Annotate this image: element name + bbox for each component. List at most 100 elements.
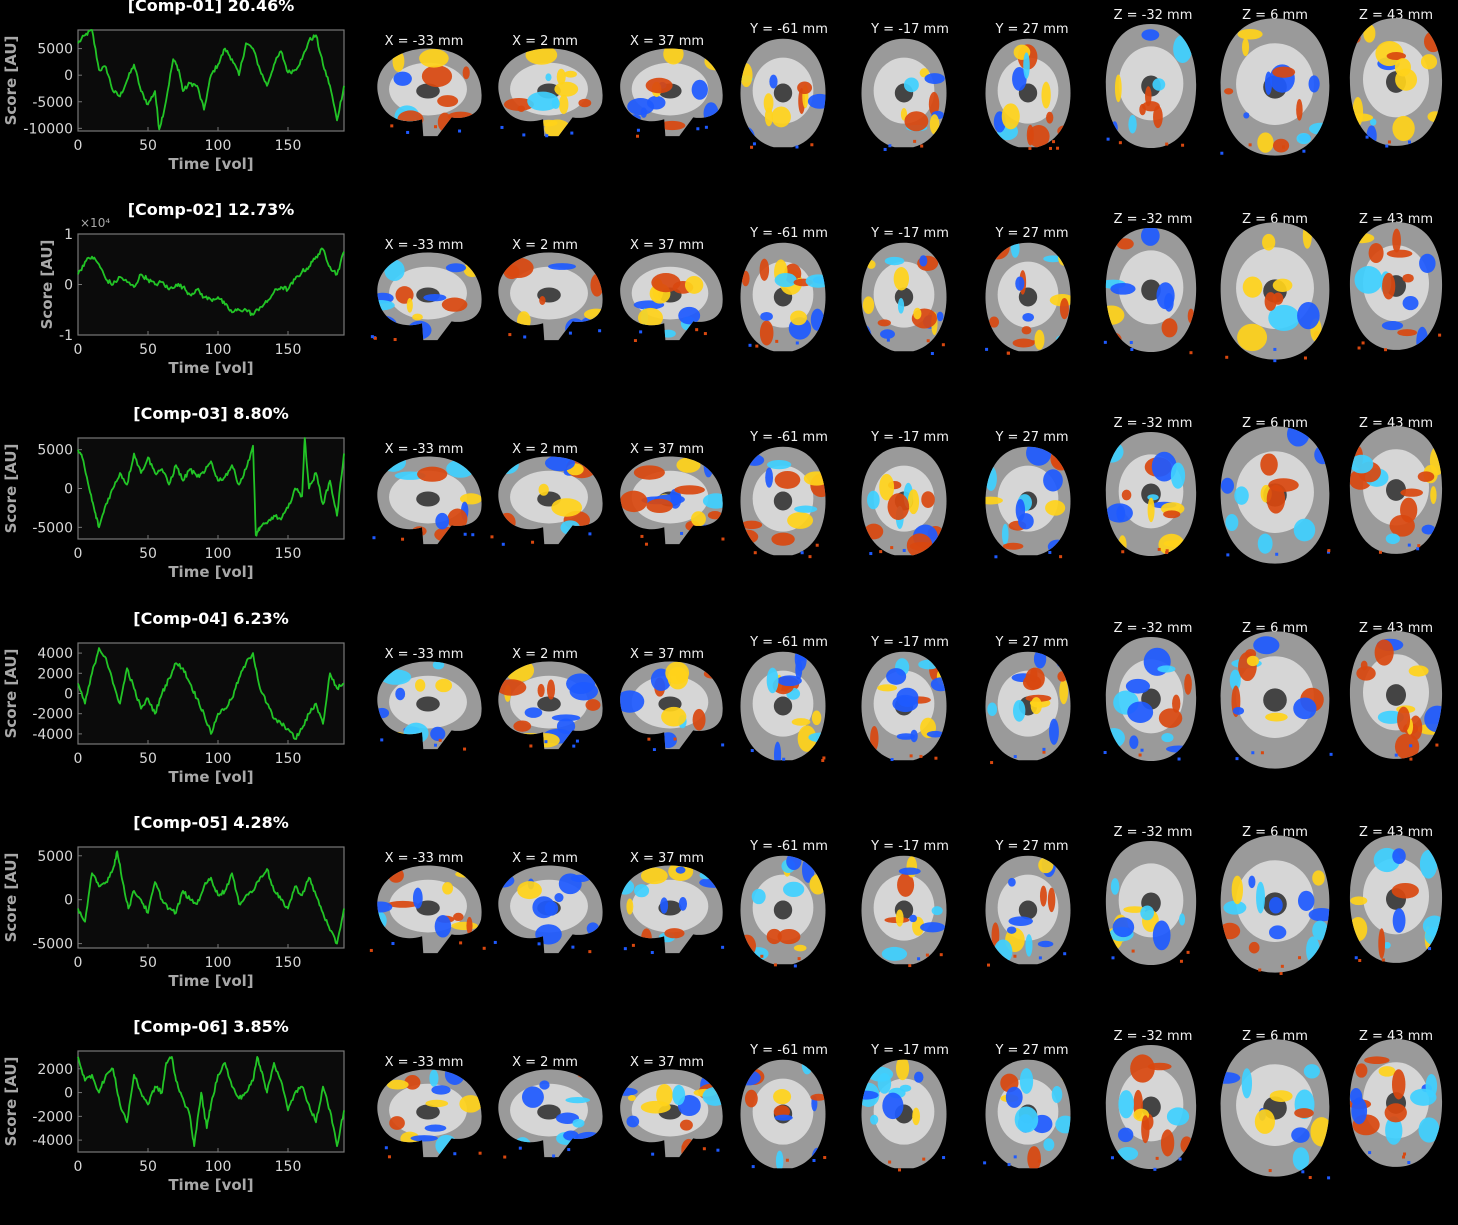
positive-activation-blob — [1060, 1067, 1071, 1083]
negative-activation-blob — [1424, 705, 1443, 733]
negative-activation-blob — [765, 467, 774, 488]
negative-activation-blob — [1025, 934, 1033, 957]
negative-activation-blob — [1022, 312, 1034, 322]
negative-activation-blob — [1043, 469, 1063, 492]
plot-area — [77, 233, 345, 336]
noise-voxel — [1155, 1156, 1159, 1160]
noise-voxel — [793, 964, 797, 968]
negative-activation-blob — [1037, 940, 1054, 948]
positive-activation-blob — [651, 273, 681, 293]
negative-activation-blob — [898, 867, 921, 875]
positive-activation-blob — [386, 1079, 409, 1090]
positive-activation-blob — [578, 98, 592, 108]
positive-activation-blob — [1368, 242, 1384, 264]
negative-activation-blob — [1392, 908, 1406, 933]
brain-slice-coronal — [861, 855, 947, 968]
negative-activation-blob — [471, 458, 482, 473]
negative-activation-blob — [993, 939, 1013, 964]
positive-activation-blob — [442, 881, 454, 895]
negative-activation-blob — [1125, 678, 1150, 694]
negative-activation-blob — [1178, 913, 1186, 926]
noise-voxel — [639, 330, 643, 334]
negative-activation-blob — [801, 1059, 813, 1075]
negative-activation-blob — [699, 877, 723, 888]
positive-activation-blob — [503, 97, 535, 111]
positive-activation-blob — [1395, 68, 1418, 91]
positive-activation-blob — [989, 316, 1000, 328]
negative-activation-blob — [1308, 908, 1330, 922]
noise-voxel — [500, 125, 504, 129]
noise-voxel — [1031, 340, 1035, 344]
noise-voxel — [1052, 140, 1056, 144]
brain-slice-coronal — [861, 38, 947, 151]
noise-voxel — [934, 756, 938, 760]
ventricle — [1018, 900, 1038, 920]
brain-slice-sagittal — [498, 661, 603, 750]
negative-activation-blob — [1410, 1088, 1437, 1106]
positive-activation-blob — [406, 297, 413, 313]
positive-activation-blob — [1391, 1069, 1406, 1100]
negative-activation-blob — [626, 1115, 640, 1128]
positive-activation-blob — [1231, 875, 1244, 905]
y-tick-label: 0 — [64, 1086, 73, 1102]
positive-activation-blob — [887, 493, 910, 521]
noise-voxel — [1302, 149, 1306, 153]
positive-activation-blob — [1028, 125, 1050, 148]
noise-voxel — [531, 540, 535, 544]
positive-activation-blob — [811, 710, 822, 726]
negative-activation-blob — [924, 73, 945, 84]
ventricle — [773, 696, 793, 716]
noise-voxel — [1365, 135, 1369, 139]
positive-activation-blob — [704, 52, 723, 71]
noise-voxel — [1282, 145, 1286, 149]
noise-voxel — [433, 125, 437, 129]
positive-activation-blob — [1397, 329, 1418, 337]
brain-slice-axial — [1220, 631, 1333, 769]
positive-activation-blob — [864, 523, 884, 540]
brain-slice-sagittal — [372, 456, 482, 545]
negative-activation-blob — [445, 263, 467, 273]
negative-activation-blob — [1164, 293, 1174, 312]
negative-activation-blob — [403, 722, 429, 744]
slice-coordinate-label: Z = -32 mm — [1113, 8, 1193, 23]
slice-coordinate-label: Y = 27 mm — [995, 226, 1069, 241]
brain-slice-axial — [1103, 636, 1197, 762]
y-axis-label: Score [AU] — [2, 649, 20, 739]
noise-voxel — [821, 758, 825, 762]
negative-activation-blob — [660, 329, 676, 338]
noise-voxel — [1326, 550, 1330, 554]
positive-activation-blob — [1058, 249, 1070, 266]
negative-activation-blob — [380, 456, 406, 472]
y-tick-label: -2000 — [32, 707, 73, 723]
noise-voxel — [544, 740, 548, 744]
positive-activation-blob — [1391, 882, 1419, 899]
negative-activation-blob — [987, 702, 998, 716]
positive-activation-blob — [877, 684, 898, 692]
noise-voxel — [1384, 348, 1388, 352]
slice-coordinate-label: Y = 27 mm — [995, 635, 1069, 650]
noise-voxel — [1177, 757, 1181, 761]
positive-activation-blob — [877, 319, 891, 327]
brain-slice-coronal — [740, 651, 826, 762]
noise-voxel — [755, 344, 759, 348]
y-tick-label: 0 — [64, 687, 73, 703]
noise-voxel — [1235, 757, 1239, 761]
brain-slice-coronal — [740, 242, 826, 352]
negative-activation-blob — [554, 893, 564, 903]
positive-activation-blob — [1059, 679, 1069, 705]
positive-activation-blob — [425, 1099, 449, 1108]
noise-voxel — [753, 551, 757, 555]
positive-activation-blob — [1248, 941, 1260, 954]
positive-activation-blob — [773, 1089, 792, 1105]
positive-activation-blob — [777, 928, 801, 945]
positive-activation-blob — [386, 732, 410, 750]
negative-activation-blob — [1264, 71, 1273, 96]
brain-slice-sagittal — [620, 48, 723, 138]
noise-voxel — [1179, 959, 1183, 963]
negative-activation-blob — [1173, 34, 1193, 64]
negative-activation-blob — [556, 718, 576, 734]
positive-activation-blob — [634, 323, 646, 337]
x-tick-label: 100 — [205, 751, 232, 767]
y-tick-label: -10000 — [23, 121, 73, 137]
